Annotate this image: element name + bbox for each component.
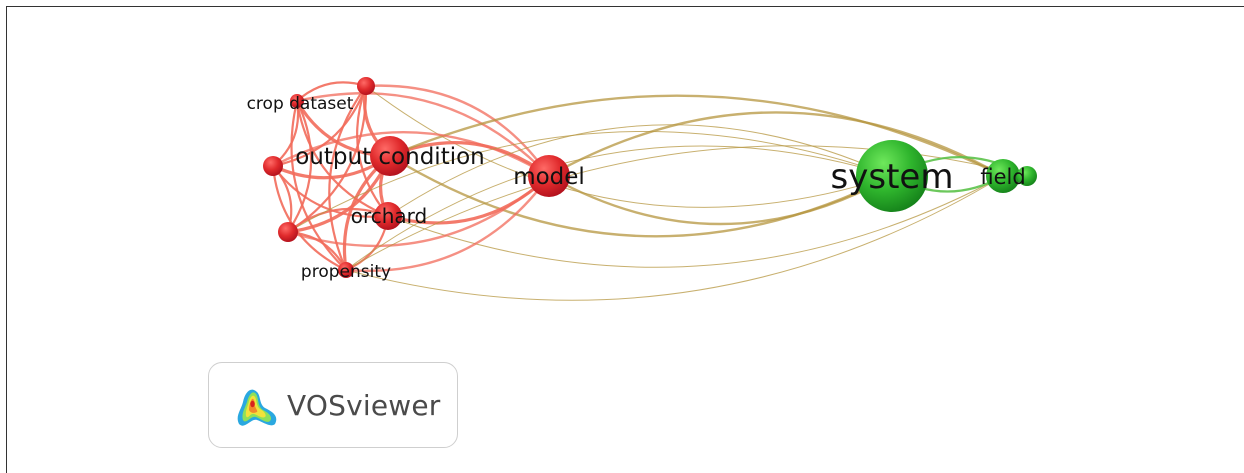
map-frame — [6, 6, 1244, 473]
node-label-field[interactable]: field — [980, 165, 1025, 189]
link-model-system — [548, 174, 893, 226]
node-unlabeled-3[interactable] — [278, 222, 298, 242]
node-unlabeled-1[interactable] — [357, 77, 375, 95]
node-model[interactable] — [528, 155, 570, 197]
link-unlabeled-1-unlabeled-2 — [272, 85, 368, 168]
node-label-propensity[interactable]: propensity — [301, 262, 391, 282]
vosviewer-logo: VOSviewer — [208, 362, 458, 448]
link-unlabeled-2-model — [272, 131, 550, 178]
node-label-system[interactable]: system — [831, 157, 954, 197]
link-unlabeled-1-propensity — [328, 85, 367, 271]
node-label-model[interactable]: model — [513, 164, 585, 190]
link-unlabeled-1-orchard — [356, 85, 389, 217]
node-field[interactable] — [986, 159, 1020, 193]
node-unlabeled-4[interactable] — [1017, 166, 1037, 186]
vosviewer-logo-icon — [237, 389, 277, 426]
link-crop-dataset-orchard — [295, 100, 389, 218]
node-system[interactable] — [856, 140, 928, 212]
node-label-orchard[interactable]: orchard — [351, 204, 428, 228]
link-crop-dataset-unlabeled-3 — [287, 100, 313, 233]
label-layer: crop dataset output condition orchard prope… — [247, 94, 1026, 282]
link-unlabeled-1-model — [365, 84, 550, 177]
link-orchard-system — [387, 124, 893, 217]
node-unlabeled-2[interactable] — [263, 156, 283, 176]
node-orchard[interactable] — [374, 202, 402, 230]
node-layer — [263, 77, 1037, 278]
link-propensity-system — [345, 145, 893, 271]
link-model-field — [548, 111, 1004, 178]
link-unlabeled-3-system — [287, 131, 893, 233]
link-unlabeled-1-system — [365, 85, 893, 208]
node-propensity[interactable] — [338, 262, 354, 278]
node-output-condition[interactable] — [370, 136, 410, 176]
node-label-output-condition[interactable]: output condition — [295, 144, 485, 170]
link-propensity-model — [345, 175, 550, 272]
link-output-condition-field — [389, 94, 1004, 178]
link-unlabeled-3-model — [287, 175, 550, 248]
link-propensity-unlabeled-4 — [345, 145, 1028, 271]
vosviewer-logo-text: VOSviewer — [287, 388, 441, 422]
node-label-crop-dataset[interactable]: crop dataset — [247, 94, 354, 114]
link-crop-dataset-model — [296, 92, 550, 177]
link-propensity-field — [345, 175, 1004, 301]
node-crop-dataset[interactable] — [290, 94, 304, 108]
